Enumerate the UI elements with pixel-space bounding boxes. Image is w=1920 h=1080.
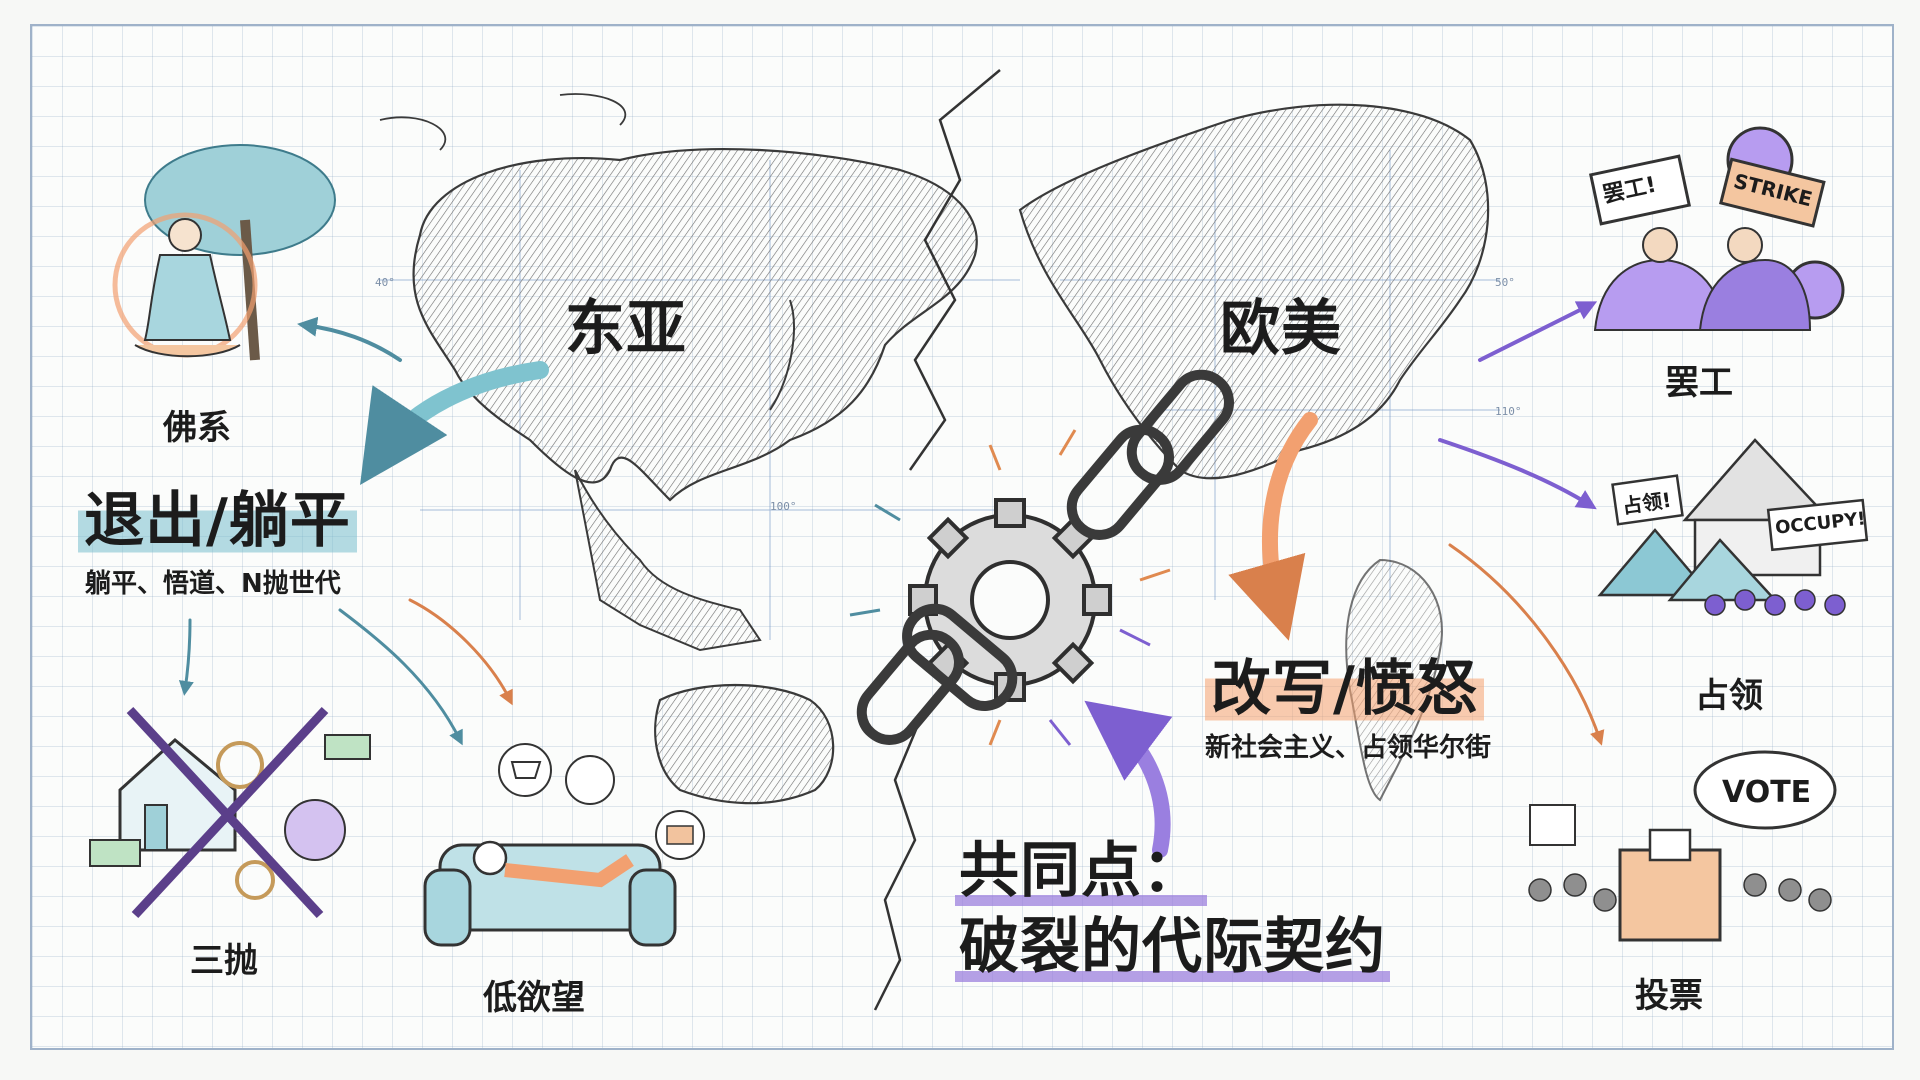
occupy-camp-icon: [1597, 438, 1869, 616]
item-label-foxi: 佛系: [163, 408, 231, 448]
center-line-1: 共同点：: [955, 822, 1207, 909]
west-subtitle: 新社会主义、占领华尔街: [1205, 733, 1492, 763]
three-giveups-icon: [89, 706, 371, 919]
item-label-sanpao: 三抛: [190, 941, 258, 981]
grid-label: 50°: [1495, 276, 1515, 289]
east-asia-subtitle: 躺平、悟道、N抛世代: [85, 569, 341, 599]
region-label-west: 欧美: [1220, 294, 1342, 364]
east-asia-main-title: 退出/躺平: [78, 472, 357, 559]
item-label-strike: 罢工: [1665, 363, 1733, 403]
broken-chain-gear-icon: [849, 369, 1234, 746]
region-label-east-asia: 东亚: [565, 294, 687, 364]
item-label-occupy: 占领: [1695, 676, 1763, 716]
strike-crowd-icon: [1589, 126, 1845, 331]
grid-label: 100°: [770, 500, 797, 513]
item-label-diyuwang: 低欲望: [483, 978, 585, 1018]
map-australia: [654, 683, 835, 805]
grid-label: 110°: [1495, 405, 1522, 418]
item-label-vote: 投票: [1635, 976, 1703, 1016]
sign-vote: VOTE: [1722, 775, 1812, 810]
west-main-title: 改写/愤怒: [1205, 640, 1484, 727]
buddha-tree-icon: [112, 144, 336, 361]
vote-ballot-icon: [1528, 750, 1837, 942]
crack-line: [873, 69, 1001, 1011]
sofa-lying-person-icon: [423, 743, 705, 947]
center-line-2: 破裂的代际契约: [955, 898, 1390, 985]
grid-label: 40°: [375, 276, 395, 289]
map-eurasia: [379, 93, 978, 652]
